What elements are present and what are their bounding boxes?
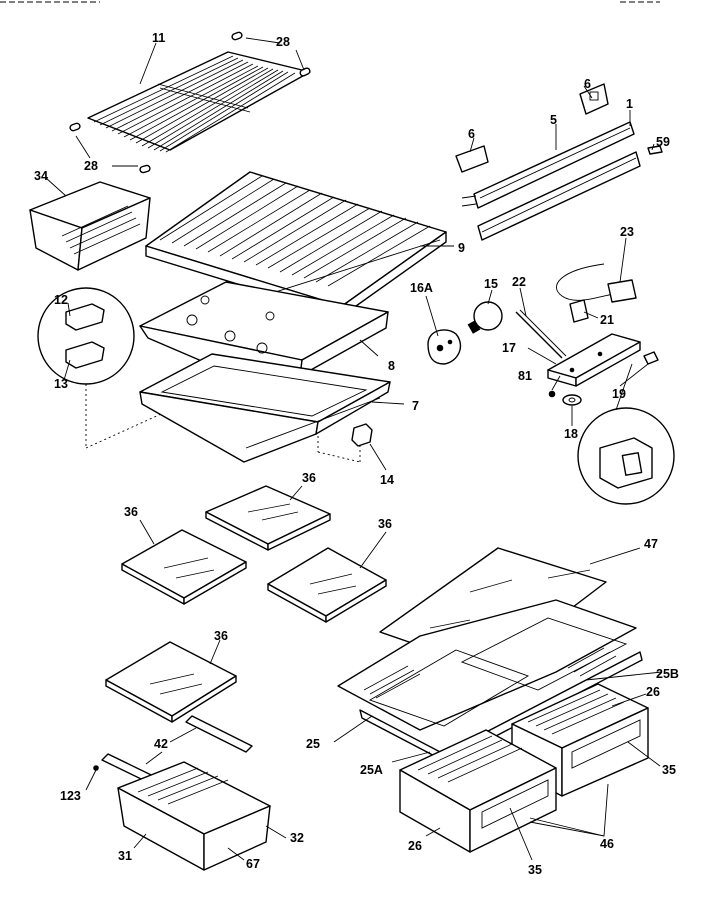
callout-26-right: 26 — [646, 685, 660, 699]
callout-12: 12 — [54, 293, 68, 307]
callout-36-c: 36 — [378, 517, 392, 531]
callout-22: 22 — [512, 275, 526, 289]
light-socket-16A — [427, 329, 462, 365]
grommet-18 — [562, 394, 582, 406]
callout-19: 19 — [612, 387, 626, 401]
callout-labels: 11 28 28 34 12 13 9 8 7 14 6 6 5 1 59 23… — [34, 31, 679, 877]
callout-123: 123 — [60, 789, 81, 803]
callout-25A: 25A — [360, 763, 383, 777]
callout-28-left: 28 — [84, 159, 98, 173]
callout-35-right: 35 — [662, 763, 676, 777]
rear-rails-1-5-6 — [455, 83, 663, 241]
bin-34 — [29, 181, 151, 271]
callout-46: 46 — [600, 837, 614, 851]
callout-67: 67 — [246, 857, 260, 871]
callout-36-b: 36 — [124, 505, 138, 519]
callout-16A: 16A — [410, 281, 433, 295]
callout-25B: 25B — [656, 667, 679, 681]
glass-shelf-36-d — [105, 641, 237, 723]
callout-81: 81 — [518, 369, 532, 383]
light-bulb-15 — [467, 301, 503, 334]
glass-shelf-36-c — [267, 547, 387, 623]
glass-shelf-36-a — [205, 485, 331, 551]
callout-6-left: 6 — [468, 127, 475, 141]
callout-17: 17 — [502, 341, 516, 355]
callout-25: 25 — [306, 737, 320, 751]
callout-47: 47 — [644, 537, 658, 551]
callout-31: 31 — [118, 849, 132, 863]
callout-7: 7 — [412, 399, 419, 413]
callout-23: 23 — [620, 225, 634, 239]
callout-42: 42 — [154, 737, 168, 751]
callout-18: 18 — [564, 427, 578, 441]
rod-22 — [515, 309, 567, 359]
callout-36-a: 36 — [302, 471, 316, 485]
switch-inset-circle — [577, 363, 675, 505]
callout-13: 13 — [54, 377, 68, 391]
shelf-clips-28 — [69, 31, 311, 174]
callout-14: 14 — [380, 473, 394, 487]
callout-26-bottom: 26 — [408, 839, 422, 853]
callout-28-top: 28 — [276, 35, 290, 49]
callout-36-d: 36 — [214, 629, 228, 643]
switch-19 — [643, 351, 659, 365]
callout-8: 8 — [388, 359, 395, 373]
callout-6-top: 6 — [584, 77, 591, 91]
callout-11: 11 — [152, 31, 165, 45]
callout-1: 1 — [626, 97, 633, 111]
glass-shelf-36-b — [121, 529, 247, 605]
callout-34: 34 — [34, 169, 48, 183]
leader-lines — [45, 37, 663, 861]
callout-35-bottom: 35 — [528, 863, 542, 877]
shelf-tray-7 — [139, 353, 391, 463]
clip-14 — [317, 423, 373, 463]
wire-shelf-11 — [87, 51, 311, 153]
callout-21: 21 — [600, 313, 614, 327]
callout-32: 32 — [290, 831, 304, 845]
callout-15: 15 — [484, 277, 498, 291]
callout-5: 5 — [550, 113, 557, 127]
light-housing-17 — [547, 333, 641, 387]
inset-circle-12-13 — [37, 287, 171, 449]
wire-harness-21-23 — [556, 263, 637, 323]
drawer-31 — [117, 761, 271, 871]
callout-9: 9 — [458, 241, 465, 255]
screw-81 — [548, 390, 556, 398]
callout-59: 59 — [656, 135, 670, 149]
crisper-drawer-left — [399, 729, 557, 853]
